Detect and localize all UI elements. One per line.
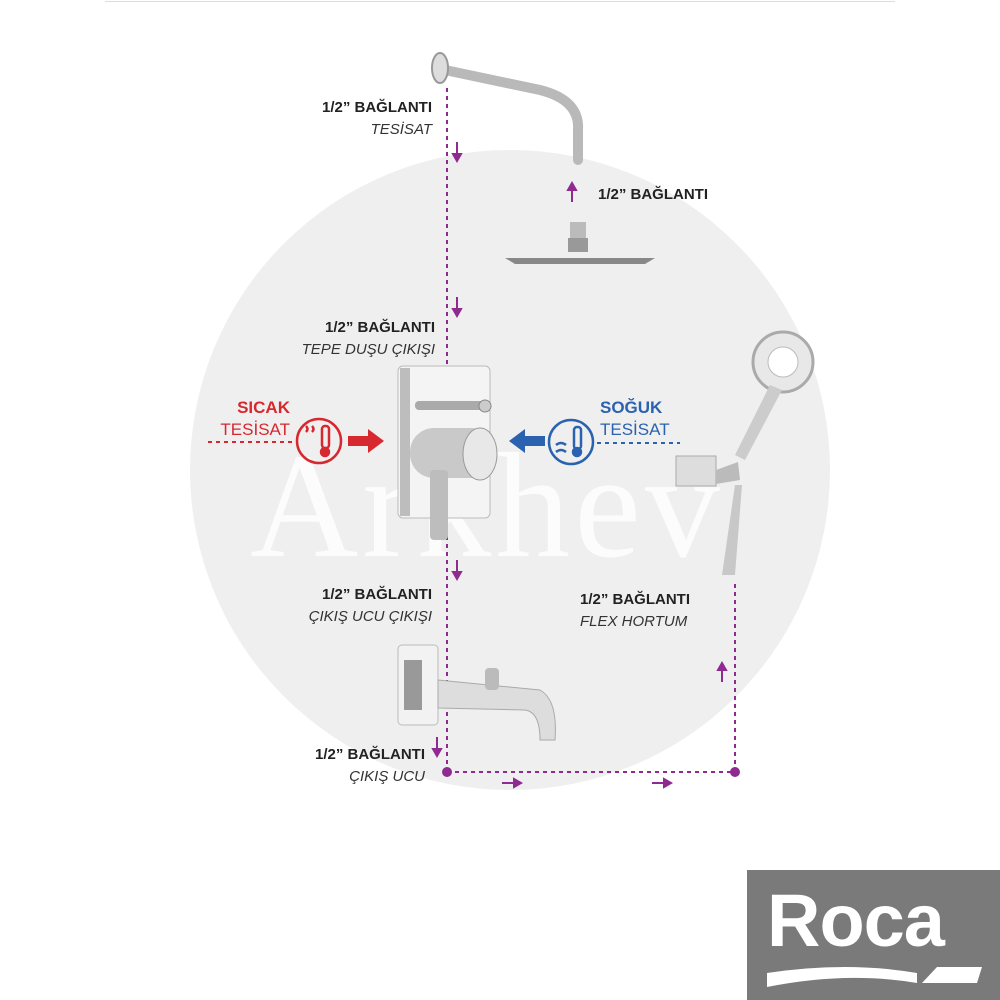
hand-shower	[675, 330, 815, 575]
arrow-right-icon	[502, 777, 524, 789]
arrow-down-icon	[451, 560, 463, 582]
roca-logo: Roca	[747, 870, 1000, 1000]
arrow-up-icon	[566, 180, 578, 202]
flow-arrows	[431, 142, 728, 789]
top-divider	[105, 1, 895, 2]
bath-spout	[397, 644, 556, 741]
arrow-down-icon	[431, 737, 443, 759]
arrow-down-icon	[451, 297, 463, 319]
hot-arrow-icon	[348, 429, 384, 453]
mixer-valve	[397, 365, 498, 540]
connection-lines	[446, 88, 736, 773]
cold-arrow-icon	[509, 429, 545, 453]
shower-arm	[431, 52, 584, 165]
arrow-right-icon	[652, 777, 674, 789]
shower-head	[505, 222, 655, 264]
label-head-connection: 1/2” BAĞLANTI	[598, 186, 709, 203]
hot-water-icon	[295, 417, 343, 465]
arrow-up-icon	[716, 660, 728, 682]
cold-water-icon	[547, 418, 595, 466]
roca-logo-text: Roca	[767, 879, 945, 962]
junction-dot	[730, 767, 740, 777]
roca-wave-icon	[767, 967, 982, 987]
arrow-down-icon	[451, 142, 463, 164]
junction-dot	[442, 767, 452, 777]
